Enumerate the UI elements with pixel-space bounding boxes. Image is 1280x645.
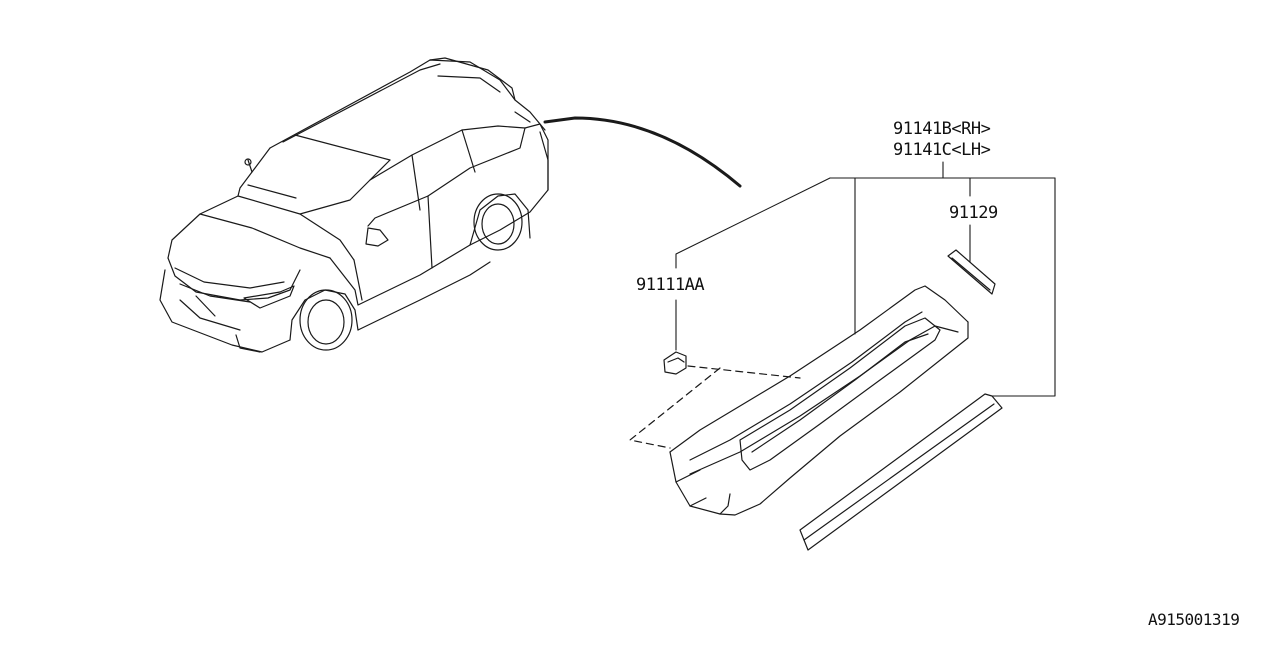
garnish-panel: [669, 285, 969, 516]
callout-seal-part-number: 91129: [949, 203, 998, 223]
callout-rh-part-number: 91141B<RH>: [893, 119, 991, 139]
callout-clip-part-number: 91111AA: [636, 275, 705, 295]
figure-id: A915001319: [1148, 610, 1240, 629]
callout-lh-part-number: 91141C<LH>: [893, 140, 991, 160]
lower-strip: [799, 393, 1003, 551]
clip-part: [663, 351, 687, 375]
seal-part: [947, 249, 996, 295]
vehicle-leader-line: [543, 116, 742, 188]
callout-frame: [675, 161, 1056, 397]
install-guide-dashed: [629, 365, 801, 449]
vehicle-illustration: [159, 57, 549, 353]
